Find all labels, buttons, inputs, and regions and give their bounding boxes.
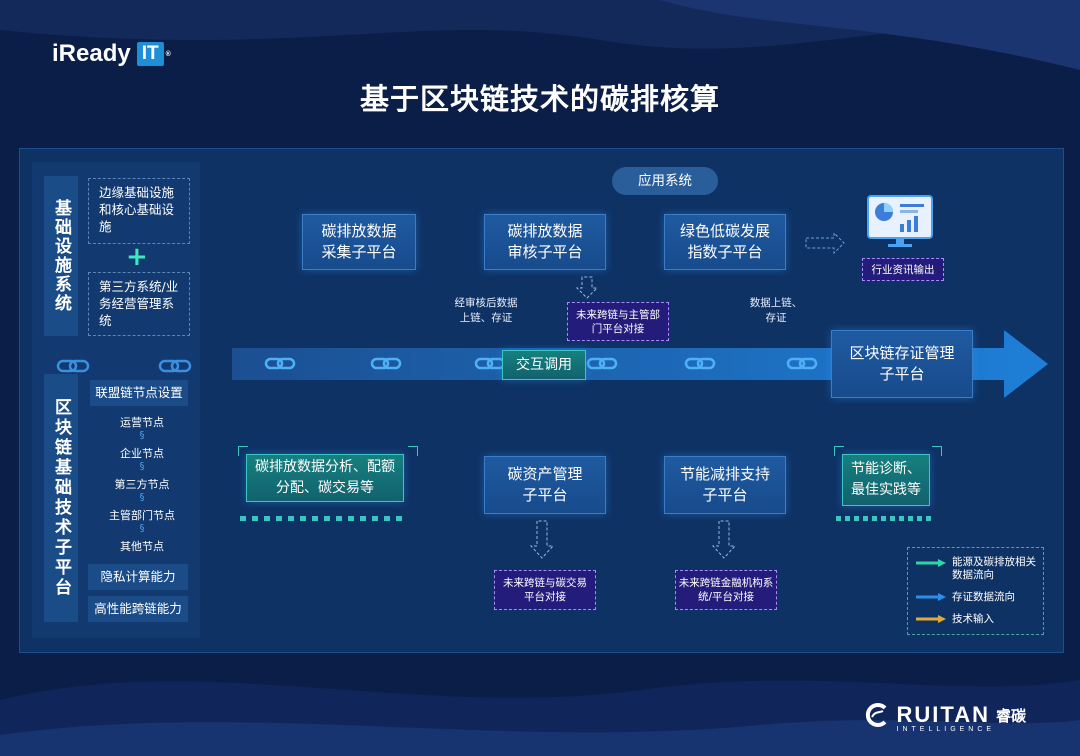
alliance-node-setting: 联盟链节点设置: [90, 380, 188, 406]
cross-chain-capability: 高性能跨链能力: [88, 596, 188, 622]
chain-link-icons: [56, 359, 192, 373]
module-green-index: 绿色低碳发展指数子平台: [664, 214, 786, 270]
note-onchain-after-audit: 经审核后数据上链、存证: [454, 297, 518, 324]
logo-brand: iReady: [52, 40, 131, 67]
note-future-finance: 未来跨链金融机构系统/平台对接: [675, 570, 777, 610]
decor-frame-diagnosis: [834, 446, 942, 521]
module-blockchain-storage: 区块链存证管理子平台: [831, 330, 973, 398]
infra-box-thirdparty: 第三方系统/业务经营管理系统: [88, 272, 190, 336]
legend-text-energy: 能源及碳排放相关数据流向: [952, 556, 1036, 581]
blockchain-main-arrow: [232, 330, 1048, 398]
module-carbon-collect: 碳排放数据采集子平台: [302, 214, 416, 270]
node-item: 企业节点: [120, 447, 164, 460]
module-carbon-audit: 碳排放数据审核子平台: [484, 214, 606, 270]
logo-registered-mark: ®: [165, 50, 171, 58]
footer-cn: 睿碳: [995, 707, 1026, 725]
infra-system-label: 基础设施系统: [44, 176, 78, 336]
note-future-carbon-trade: 未来跨链与碳交易平台对接: [494, 570, 596, 610]
chain-platform-label: 区块链基础技术子平台: [44, 374, 78, 622]
infra-box-core: 边缘基础设施和核心基础设施: [88, 178, 190, 244]
link-icon: §: [139, 430, 145, 441]
link-icon: §: [139, 461, 145, 472]
node-item: 主管部门节点: [109, 509, 175, 522]
module-carbon-asset: 碳资产管理子平台: [484, 456, 606, 514]
monitor-chart-icon: [867, 195, 933, 247]
ruitan-logo: RUITAN 睿碳 INTELLIGENCE: [863, 702, 1026, 733]
link-icon: §: [139, 523, 145, 534]
note-future-regulator: 未来跨链与主管部门平台对接: [567, 302, 669, 341]
node-list: 运营节点 § 企业节点 § 第三方节点 § 主管部门节点 § 其他节点: [88, 408, 196, 560]
module-carbon-analysis: 碳排放数据分析、配额分配、碳交易等: [246, 454, 404, 502]
page-title: 基于区块链技术的碳排核算: [359, 82, 720, 116]
dashed-arrow-down: [530, 520, 554, 559]
module-energy-saving: 节能减排支持子平台: [664, 456, 786, 514]
module-energy-diagnosis: 节能诊断、最佳实践等: [842, 454, 930, 506]
legend-arrow-energy: [916, 558, 948, 567]
node-item: 第三方节点: [114, 478, 170, 491]
legend-arrow-storage: [916, 592, 948, 605]
dashed-arrow-down: [576, 276, 598, 299]
interact-call-label: 交互调用: [502, 350, 586, 380]
footer-brand: RUITAN: [896, 702, 990, 727]
dashed-arrow-right: [805, 232, 845, 254]
dashed-arrow-down: [712, 520, 736, 559]
legend-arrow-tech: [916, 614, 948, 627]
logo-badge: IT: [136, 42, 164, 66]
plus-icon: +: [126, 242, 148, 272]
ruitan-emblem-icon: [865, 703, 886, 727]
ireadyit-logo: iReady IT ®: [52, 40, 171, 68]
footer-sub: INTELLIGENCE: [896, 726, 996, 733]
legend: 能源及碳排放相关数据流向 存证数据流向 技术输入: [907, 547, 1044, 635]
decor-frame-analysis: [238, 446, 418, 521]
note-onchain: 数据上链、存证: [749, 297, 803, 324]
industry-output-box: 行业资讯输出: [862, 258, 944, 281]
link-icon: §: [139, 492, 145, 503]
app-system-pill: 应用系统: [612, 167, 718, 195]
node-item: 运营节点: [120, 416, 164, 429]
node-item: 其他节点: [120, 540, 164, 553]
legend-text-tech: 技术输入: [952, 613, 994, 625]
legend-text-storage: 存证数据流向: [952, 591, 1015, 603]
privacy-computing: 隐私计算能力: [88, 564, 188, 590]
